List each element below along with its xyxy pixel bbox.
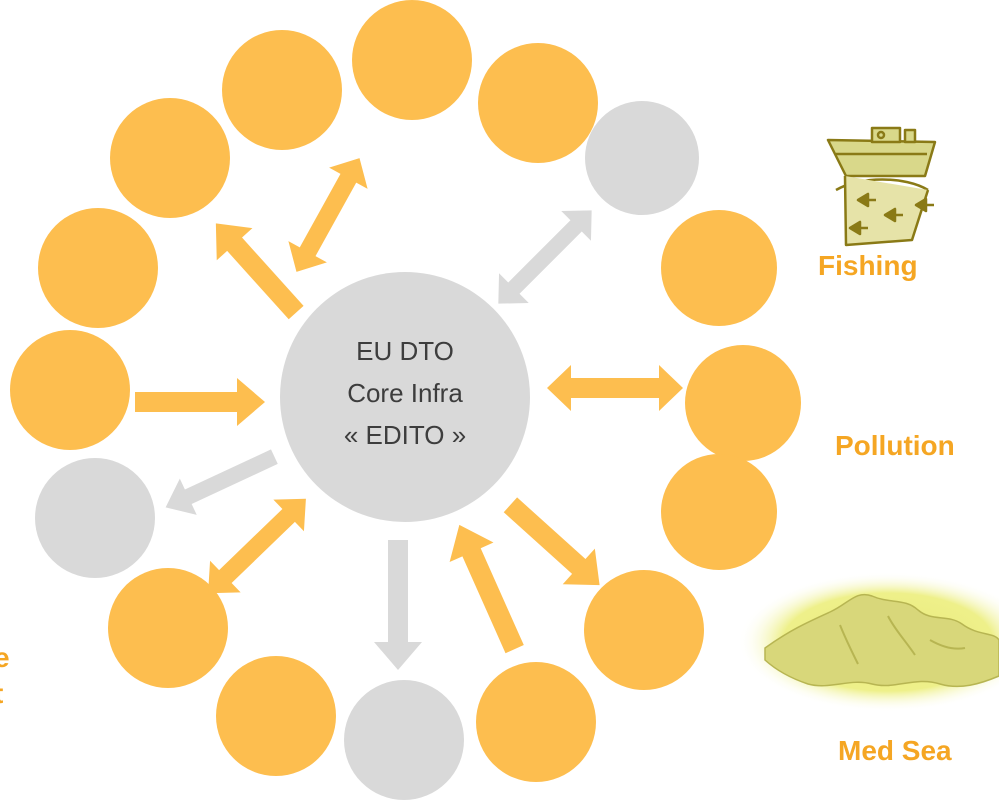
arrow-out <box>165 449 278 515</box>
double-arrow <box>498 210 592 304</box>
satellite-circle <box>352 0 472 120</box>
satellite-circle <box>110 98 230 218</box>
satellite-circle <box>222 30 342 150</box>
arrow-in <box>449 524 524 654</box>
core-label-line: Core Infra <box>347 378 463 408</box>
satellite-circle <box>216 656 336 776</box>
arrow-out <box>215 223 304 320</box>
satellite-circle <box>10 330 130 450</box>
arrow-out <box>503 497 600 586</box>
pollution-label: Pollution <box>835 430 955 461</box>
fishing-boat-icon <box>826 126 937 247</box>
satellite-circle <box>661 454 777 570</box>
satellite-circle <box>344 680 464 800</box>
arrow-in <box>135 378 265 426</box>
med-sea-label: Med Sea <box>838 735 952 766</box>
core-label: EU DTO Core Infra « EDITO » <box>290 330 520 456</box>
cutoff-text: t <box>0 676 3 712</box>
double-arrow <box>288 158 368 272</box>
core-circle <box>280 272 530 522</box>
mediterranean-map-icon <box>738 572 999 712</box>
satellite-circle <box>685 345 801 461</box>
satellite-circle <box>585 101 699 215</box>
core-label-line: EU DTO <box>356 336 454 366</box>
double-arrow <box>208 498 306 594</box>
satellite-circle <box>38 208 158 328</box>
satellite-circle <box>35 458 155 578</box>
satellite-circle <box>661 210 777 326</box>
core-label-line: « EDITO » <box>343 420 467 450</box>
satellite-circle <box>478 43 598 163</box>
fishing-label: Fishing <box>818 250 918 281</box>
arrow-out <box>374 540 422 670</box>
satellite-circle <box>108 568 228 688</box>
satellite-circle <box>584 570 704 690</box>
arrows <box>135 158 683 670</box>
double-arrow <box>547 365 683 411</box>
satellite-ring <box>10 0 801 800</box>
satellite-circle <box>476 662 596 782</box>
cutoff-text: e <box>0 642 10 673</box>
